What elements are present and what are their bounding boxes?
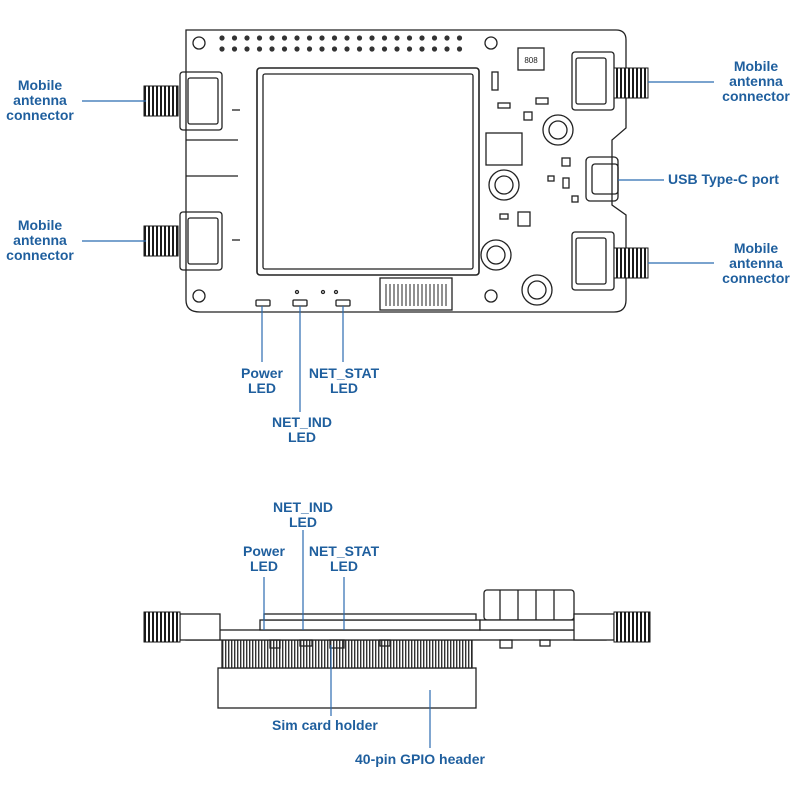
label-net-stat-led-top: NET_STAT LED (308, 365, 380, 396)
side-antenna-left (143, 611, 181, 643)
gpio-header-block (217, 667, 477, 709)
gpio-pin-row (219, 35, 463, 52)
gpio-pin (306, 35, 313, 41)
side-module (259, 619, 481, 631)
gpio-pin (294, 35, 300, 41)
power-led-pad (255, 299, 271, 307)
gpio-pin (244, 46, 250, 52)
gpio-pin (406, 46, 413, 52)
top-view-leaders (82, 81, 714, 412)
mounting-hole (484, 289, 498, 303)
module-inner (262, 73, 474, 270)
label-power-led-side: Power LED (242, 543, 285, 574)
gpio-pin (419, 46, 425, 52)
chip-marking: 808 (524, 56, 538, 65)
gpio-pin (319, 46, 325, 52)
gpio-pin (331, 35, 338, 41)
gpio-pin (406, 35, 413, 41)
heatsink-fins (385, 284, 447, 306)
gpio-pin (231, 46, 238, 52)
label-usb-type-c-port: USB Type-C port (668, 171, 779, 187)
gpio-pin (281, 35, 288, 41)
capacitor (480, 239, 512, 271)
antenna-connector-top-left (143, 85, 179, 117)
gpio-pin (306, 46, 313, 52)
label-net-ind-led-top: NET_IND LED (272, 414, 332, 445)
antenna-housing-bottom-left (179, 211, 223, 271)
gpio-pin (394, 35, 400, 41)
gpio-header-pins (221, 639, 473, 669)
ic-chip (517, 47, 545, 71)
capacitor (521, 274, 553, 306)
gpio-pin (431, 35, 438, 41)
label-antenna-top-left: Mobile antenna connector (6, 77, 74, 123)
antenna-connector-top-right (613, 67, 649, 99)
ic-square (485, 132, 523, 166)
side-heatsink (483, 589, 575, 621)
gpio-pin (269, 46, 275, 52)
label-sim-card-holder: Sim card holder (272, 717, 378, 733)
antenna-connector-bottom-left (143, 225, 179, 257)
capacitor (542, 114, 574, 146)
gpio-pin (344, 46, 350, 52)
gpio-pin (369, 35, 375, 41)
label-net-stat-led-side: NET_STAT LED (308, 543, 380, 574)
gpio-pin (456, 35, 463, 41)
gpio-pin (381, 35, 388, 41)
gpio-pin (444, 35, 450, 41)
gpio-pin (344, 35, 350, 41)
gpio-pin (456, 46, 463, 52)
gpio-pin (256, 35, 263, 41)
mounting-hole (484, 36, 498, 50)
gpio-pin (419, 35, 425, 41)
modem-module (256, 67, 480, 276)
gpio-pin (369, 46, 375, 52)
gpio-pin (394, 46, 400, 52)
mounting-hole (192, 36, 206, 50)
label-net-ind-led-side: NET_IND LED (273, 499, 333, 530)
side-antenna-right (613, 611, 651, 643)
mounting-hole (192, 289, 206, 303)
antenna-connector-bottom-right (613, 247, 649, 279)
gpio-pin (431, 46, 438, 52)
side-view-board (179, 589, 615, 709)
gpio-pin (281, 46, 288, 52)
gpio-pin (356, 46, 363, 52)
gpio-pin (231, 35, 238, 41)
label-antenna-bottom-right: Mobile antenna connector (722, 240, 790, 286)
gpio-pin (219, 46, 225, 52)
gpio-pin (319, 35, 325, 41)
capacitor (488, 169, 520, 201)
label-power-led-top: Power LED (240, 365, 283, 396)
label-gpio-header: 40-pin GPIO header (355, 751, 485, 767)
gpio-pin (256, 46, 263, 52)
side-pcb (185, 629, 607, 641)
gpio-pin (381, 46, 388, 52)
gpio-pin (244, 35, 250, 41)
antenna-housing-top-left (179, 71, 223, 131)
gpio-pin (269, 35, 275, 41)
heatsink-block (379, 277, 453, 311)
gpio-pin (294, 46, 300, 52)
gpio-pin (219, 35, 225, 41)
board-outline (185, 29, 627, 313)
gpio-pin (444, 46, 450, 52)
gpio-pin (356, 35, 363, 41)
side-view-leaders (263, 530, 431, 748)
top-view-board (179, 29, 627, 313)
label-antenna-bottom-left: Mobile antenna connector (6, 217, 74, 263)
label-antenna-top-right: Mobile antenna connector (722, 58, 790, 104)
gpio-pin (331, 46, 338, 52)
